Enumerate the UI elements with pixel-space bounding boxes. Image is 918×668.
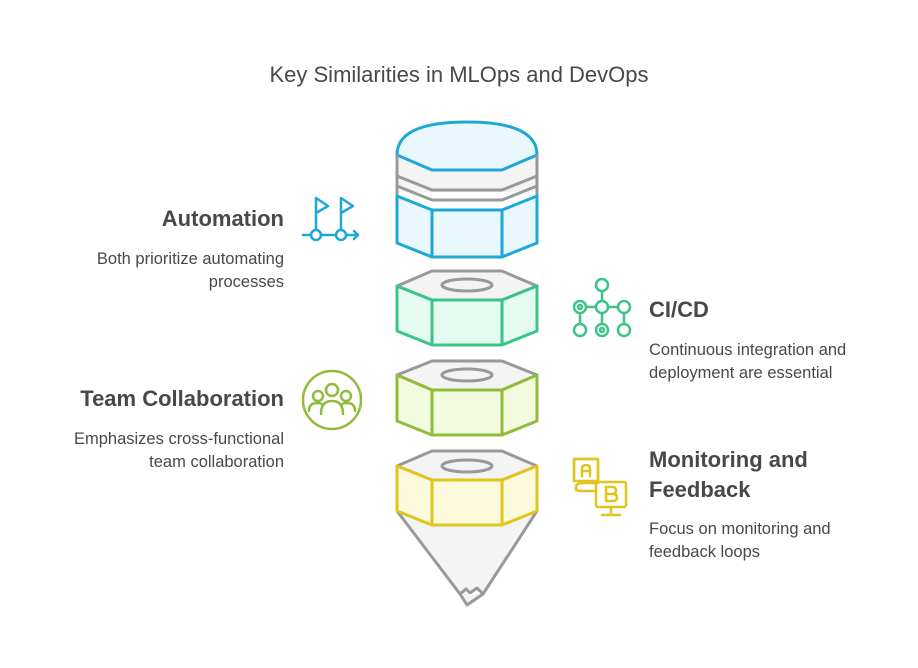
monitoring-heading-line: Feedback bbox=[649, 477, 751, 502]
team-collaboration-heading: Team Collaboration bbox=[80, 386, 284, 411]
monitoring-heading-line: Monitoring and bbox=[649, 447, 808, 472]
cicd-description: Continuous integration and deployment ar… bbox=[649, 339, 909, 385]
monitoring-feedback-heading: Monitoring and Feedback bbox=[649, 445, 808, 505]
team-description-line: team collaboration bbox=[149, 453, 284, 471]
stack-layer-automation bbox=[395, 120, 539, 259]
monitoring-description-line: feedback loops bbox=[649, 543, 760, 561]
monitoring-feedback-description: Focus on monitoring and feedback loops bbox=[649, 518, 909, 564]
flags-path-icon bbox=[301, 196, 360, 242]
automation-description-line: processes bbox=[208, 273, 284, 291]
team-group-icon bbox=[301, 369, 363, 431]
stack-layer-team bbox=[395, 359, 539, 437]
automation-description-line: Both prioritize automating bbox=[96, 250, 284, 268]
cicd-heading: CI/CD bbox=[649, 297, 709, 322]
cicd-description-line: deployment are essential bbox=[649, 364, 833, 382]
team-description-line: Emphasizes cross-functional bbox=[73, 430, 284, 448]
stack-layer-monitoring bbox=[395, 449, 539, 607]
automation-heading: Automation bbox=[161, 206, 284, 231]
cicd-description-line: Continuous integration and bbox=[649, 341, 847, 359]
diagram-title: Key Similarities in MLOps and DevOps bbox=[269, 62, 649, 87]
automation-description: Both prioritize automating processes bbox=[20, 248, 284, 294]
monitoring-description-line: Focus on monitoring and bbox=[649, 520, 831, 538]
network-nodes-icon bbox=[572, 277, 632, 338]
stack-layer-cicd bbox=[395, 269, 539, 347]
ab-test-icon bbox=[572, 457, 628, 517]
team-collaboration-description: Emphasizes cross-functional team collabo… bbox=[20, 428, 284, 474]
